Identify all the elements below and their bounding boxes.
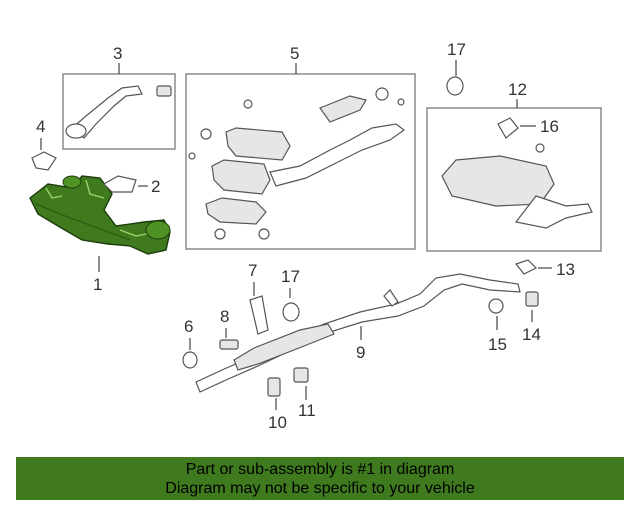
muffler-part[interactable]: [441, 155, 555, 207]
heat-shield-part: [205, 197, 267, 225]
gasket-part: [200, 128, 212, 140]
callout-3[interactable]: 3: [113, 44, 122, 63]
callout-17-top[interactable]: 17: [447, 40, 466, 59]
bolt-part: [243, 99, 253, 109]
hanger-part-16[interactable]: [497, 117, 519, 139]
callout-4[interactable]: 4: [36, 117, 45, 136]
front-pipe-part[interactable]: [269, 123, 406, 187]
bracket-part: [319, 95, 367, 123]
box-3: 3: [62, 44, 176, 150]
part-info-banner: Part or sub-assembly is #1 in diagram Di…: [16, 457, 624, 500]
callout-7[interactable]: 7: [248, 261, 257, 280]
converter-lower-part[interactable]: [211, 159, 271, 195]
flange-gasket-part: [65, 123, 87, 139]
gasket-part-2[interactable]: [103, 175, 137, 193]
hanger-insulator-part-17[interactable]: [446, 76, 464, 96]
hanger-insulator-part-17b[interactable]: [282, 302, 300, 322]
bolt-part-8[interactable]: [219, 339, 239, 350]
callout-10[interactable]: 10: [268, 413, 287, 432]
stud-part: [156, 85, 172, 97]
bolt-part-14[interactable]: [525, 291, 539, 307]
callout-2[interactable]: 2: [151, 177, 160, 196]
callout-13[interactable]: 13: [556, 260, 575, 279]
gasket-part-6[interactable]: [182, 351, 198, 369]
callout-11[interactable]: 11: [298, 401, 316, 420]
nut-part: [214, 228, 226, 240]
exhaust-pipe-part-3[interactable]: [71, 85, 143, 139]
center-exhaust-pipe-part-9[interactable]: [195, 273, 521, 393]
gasket-part-b: [375, 87, 389, 101]
callout-5[interactable]: 5: [290, 44, 299, 63]
exhaust-manifold-part-1[interactable]: [29, 175, 171, 255]
banner-line-1: Part or sub-assembly is #1 in diagram: [185, 461, 455, 478]
callout-15[interactable]: 15: [488, 335, 507, 354]
callout-14[interactable]: 14: [522, 325, 541, 344]
callout-16[interactable]: 16: [540, 117, 559, 136]
box-12: 12 16: [426, 80, 602, 252]
callout-6[interactable]: 6: [184, 317, 193, 336]
tailpipe-part: [514, 195, 593, 229]
bolt-part-d: [535, 143, 545, 153]
callout-12[interactable]: 12: [508, 80, 527, 99]
nut-part-11[interactable]: [293, 367, 309, 383]
gasket-part-13[interactable]: [514, 259, 538, 275]
bolt-part-b: [188, 152, 196, 160]
callout-8[interactable]: 8: [220, 307, 229, 326]
converter-upper-part[interactable]: [225, 127, 291, 161]
nut-part-15[interactable]: [488, 298, 504, 314]
bolt-part-c: [397, 98, 405, 106]
resonator-part: [233, 323, 335, 371]
nut-part-b: [258, 228, 270, 240]
box-5: 5: [185, 44, 416, 250]
callout-1[interactable]: 1: [93, 275, 102, 294]
bracket-part-7[interactable]: [249, 295, 269, 335]
callout-9[interactable]: 9: [356, 343, 365, 362]
gasket-part-4[interactable]: [31, 151, 57, 171]
banner-line-2: Diagram may not be specific to your vehi…: [165, 480, 475, 497]
callout-17-bottom[interactable]: 17: [281, 267, 300, 286]
bracket-part-b: [383, 289, 399, 307]
stud-part-10[interactable]: [267, 377, 281, 397]
